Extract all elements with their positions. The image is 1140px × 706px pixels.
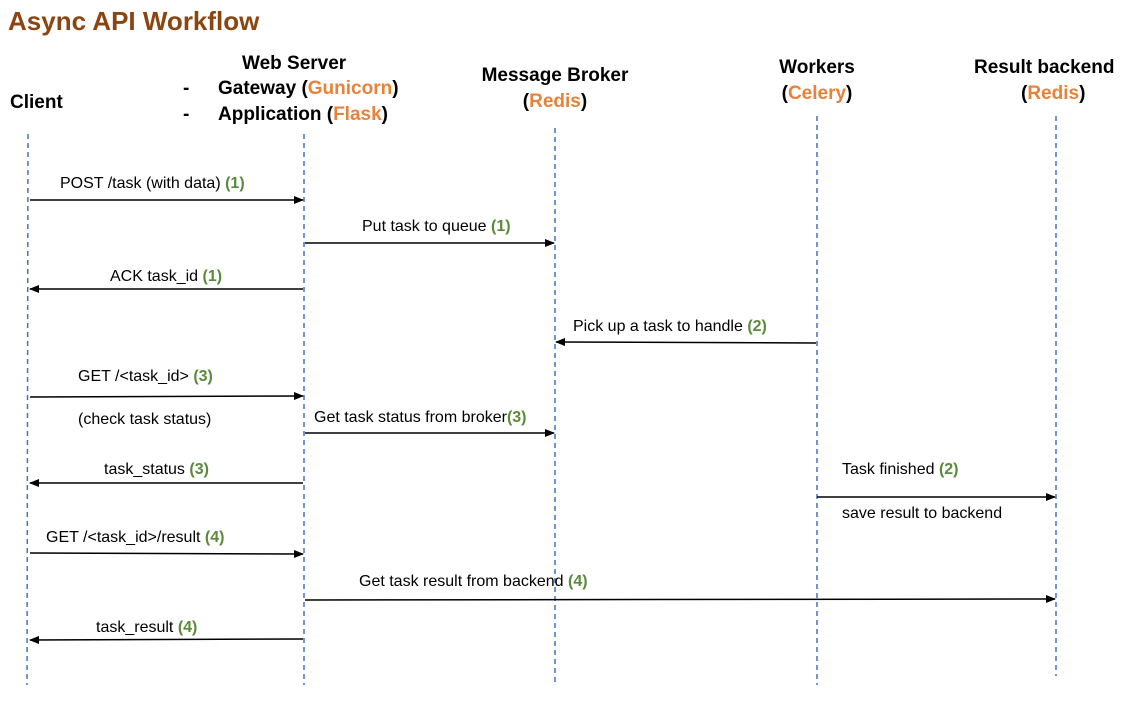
web-server-bullet-application: -Application (Flask)	[183, 102, 388, 128]
message-label: Pick up a task to handle (2)	[573, 318, 767, 335]
participant-name: Client	[10, 92, 63, 113]
tech-name: Gunicorn	[307, 78, 393, 99]
diagram-title: Async API Workflow	[8, 6, 260, 36]
participant-result-backend: Result backend (Redis)	[974, 57, 1115, 104]
lifeline-client	[26, 133, 29, 686]
tech-name: Redis	[1027, 83, 1080, 104]
step-number: (3)	[189, 461, 209, 478]
participant-name: Workers	[779, 57, 855, 78]
message-label: POST /task (with data) (1)	[60, 175, 245, 192]
message-label: task_result (4)	[96, 619, 198, 636]
bullet-dash: -	[183, 78, 190, 99]
step-number: (4)	[204, 529, 225, 546]
participant-workers: Workers (Celery)	[770, 55, 864, 107]
bullet-dash: -	[183, 104, 190, 125]
participant-broker: Message Broker (Redis)	[472, 63, 638, 115]
message-label: GET /<task_id>/result (4)	[46, 529, 225, 546]
tech-name: Celery	[787, 83, 847, 104]
arrow-get-result	[29, 549, 304, 558]
step-number: (3)	[193, 368, 213, 385]
step-number: (1)	[225, 175, 245, 192]
message-label: Task finished (2)	[842, 461, 959, 478]
tech-name: Redis	[529, 91, 581, 112]
bullet-label: Gateway	[218, 78, 297, 99]
tech-name: Flask	[333, 104, 382, 125]
step-number: (1)	[490, 218, 511, 235]
step-number: (4)	[567, 573, 588, 590]
message-label: Get task result from backend (4)	[359, 573, 588, 590]
participant-web-server: Web Server	[242, 51, 346, 77]
arrow-get-task-id	[29, 392, 304, 401]
web-server-bullet-gateway: -Gateway (Gunicorn)	[183, 76, 399, 102]
message-label: (check task status)	[78, 411, 212, 428]
participant-name: Web Server	[242, 53, 347, 74]
bullet-label: Application	[218, 104, 322, 125]
message-label: ACK task_id (1)	[110, 268, 223, 285]
step-number: (4)	[177, 619, 198, 636]
arrow-get-result-from-backend	[304, 595, 1056, 604]
participant-name: Message Broker	[481, 65, 629, 86]
arrow-pick-up-task	[555, 338, 817, 347]
message-label: task_status (3)	[104, 461, 209, 478]
message-label: save result to backend	[842, 505, 1003, 522]
message-label: Get task status from broker(3)	[314, 409, 527, 426]
arrow-task-result	[29, 635, 304, 644]
step-number: (2)	[938, 461, 959, 478]
participant-client: Client	[10, 90, 63, 116]
step-number: (1)	[202, 268, 223, 285]
step-number: (2)	[747, 318, 767, 335]
step-number: (3)	[506, 409, 527, 426]
participant-name: Result backend	[974, 57, 1115, 78]
message-label: Put task to queue (1)	[362, 218, 511, 235]
message-label: GET /<task_id> (3)	[78, 368, 213, 385]
